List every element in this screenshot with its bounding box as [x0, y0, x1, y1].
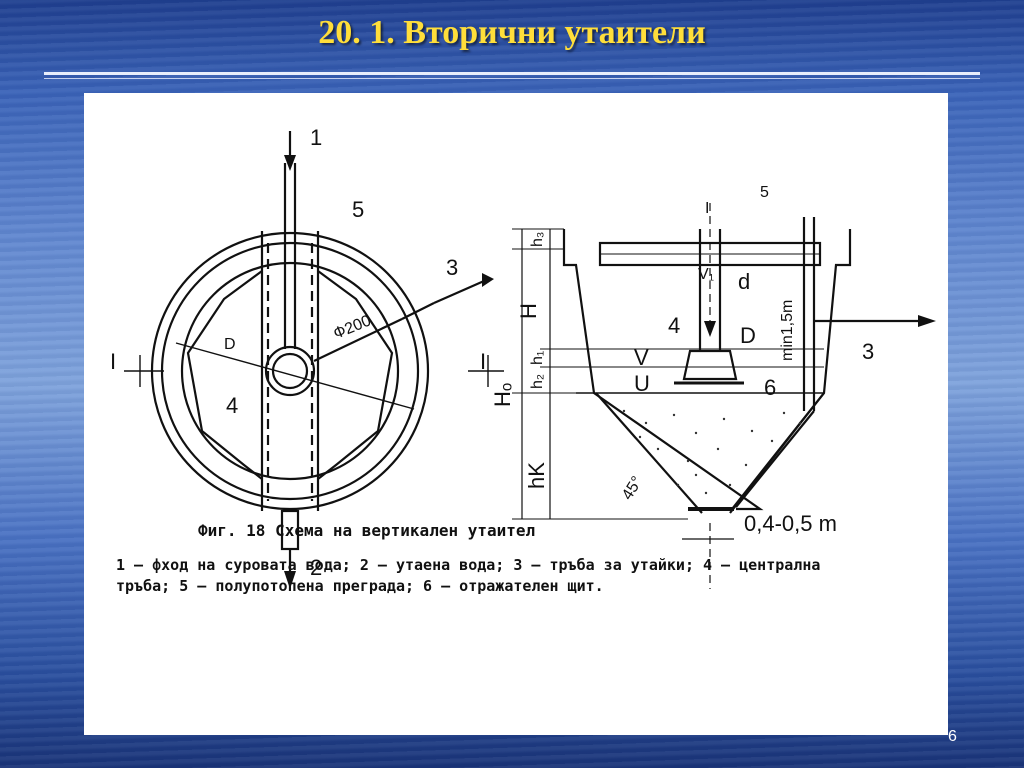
sludge-pipe-lower	[735, 410, 815, 508]
label-section-left: I	[110, 349, 116, 374]
sludge-out-arrowhead	[918, 315, 936, 327]
outer-wall-inner	[160, 241, 420, 501]
section-arrowheads	[704, 315, 936, 337]
figure-panel: 1 2 3 5 4 D Ф200 I I	[84, 93, 948, 735]
label-section-baffle: 5	[760, 184, 769, 201]
cone-right	[729, 392, 825, 514]
label-height-h: H	[516, 303, 541, 319]
plan-arrowheads	[284, 155, 494, 589]
label-inlet: 1	[310, 125, 322, 150]
title-rule	[44, 72, 980, 75]
baffle-left	[186, 270, 263, 480]
label-height-h3: h₃	[529, 232, 546, 247]
pipe-diagonal	[313, 318, 403, 362]
label-bottom-width: 0,4-0,5 m	[744, 511, 837, 536]
label-sludge-pipe: 3	[446, 255, 458, 280]
label-height-hk: hK	[524, 462, 549, 489]
sludge-arrow-line	[433, 279, 485, 305]
diameter-line	[175, 342, 415, 410]
label-center-pipe: 4	[226, 393, 238, 418]
label-section-center-pipe: 4	[668, 313, 680, 338]
caption-body: 1 — фход на суровата вода; 2 — утаена во…	[116, 556, 821, 595]
slide-title: 20. 1. Вторични утаители	[318, 14, 706, 51]
tank-left-wall-outer	[562, 229, 764, 511]
center-pipe-outer	[264, 345, 316, 397]
label-section-sludge-pipe: 3	[862, 339, 874, 364]
center-pipe-inner	[271, 352, 309, 390]
label-height-ho: Hₒ	[490, 383, 515, 407]
label-bell-d: D	[740, 323, 756, 348]
label-velocity-v: V	[634, 345, 649, 370]
baffle-right	[317, 270, 394, 480]
flow-down-arrowhead	[704, 321, 716, 337]
label-section-axis: I	[705, 200, 709, 217]
label-cone-angle: 45°	[619, 474, 646, 504]
sludge-outlet-stub	[401, 302, 435, 320]
label-velocity-u: U	[634, 371, 650, 396]
page-number: 6	[948, 728, 957, 745]
section-view	[512, 203, 924, 589]
label-pipe-diameter: Ф200	[331, 312, 373, 342]
label-pipe-d: d	[738, 269, 750, 294]
center-bell	[682, 349, 738, 381]
gutter-ring	[180, 261, 400, 481]
sludge-dots	[622, 409, 802, 495]
label-outlet: 2	[310, 555, 322, 580]
label-height-h2: h₂	[529, 374, 546, 389]
label-section-right: I	[480, 349, 486, 374]
plan-view	[124, 131, 504, 581]
caption-title: Фиг. 18 Схема на вертикален утаител	[198, 521, 536, 540]
label-diameter: D	[224, 336, 236, 353]
label-velocity-v1: V₁	[698, 266, 714, 283]
label-baffle: 5	[352, 197, 364, 222]
label-height-h1: h₁	[529, 351, 546, 365]
figure-caption: Фиг. 18 Схема на вертикален утаител 1 — …	[116, 520, 856, 597]
sludge-arrowhead	[482, 273, 494, 287]
label-min-depth: min1,5m	[779, 300, 796, 361]
settler-diagram: 1 2 3 5 4 D Ф200 I I	[110, 125, 936, 589]
inlet-arrowhead	[284, 155, 296, 171]
cone-left	[595, 392, 703, 514]
label-deflector: 6	[764, 375, 776, 400]
outlet-arrowhead	[284, 571, 296, 589]
outer-wall-outer	[150, 231, 430, 511]
title-rule-thin	[44, 78, 980, 79]
